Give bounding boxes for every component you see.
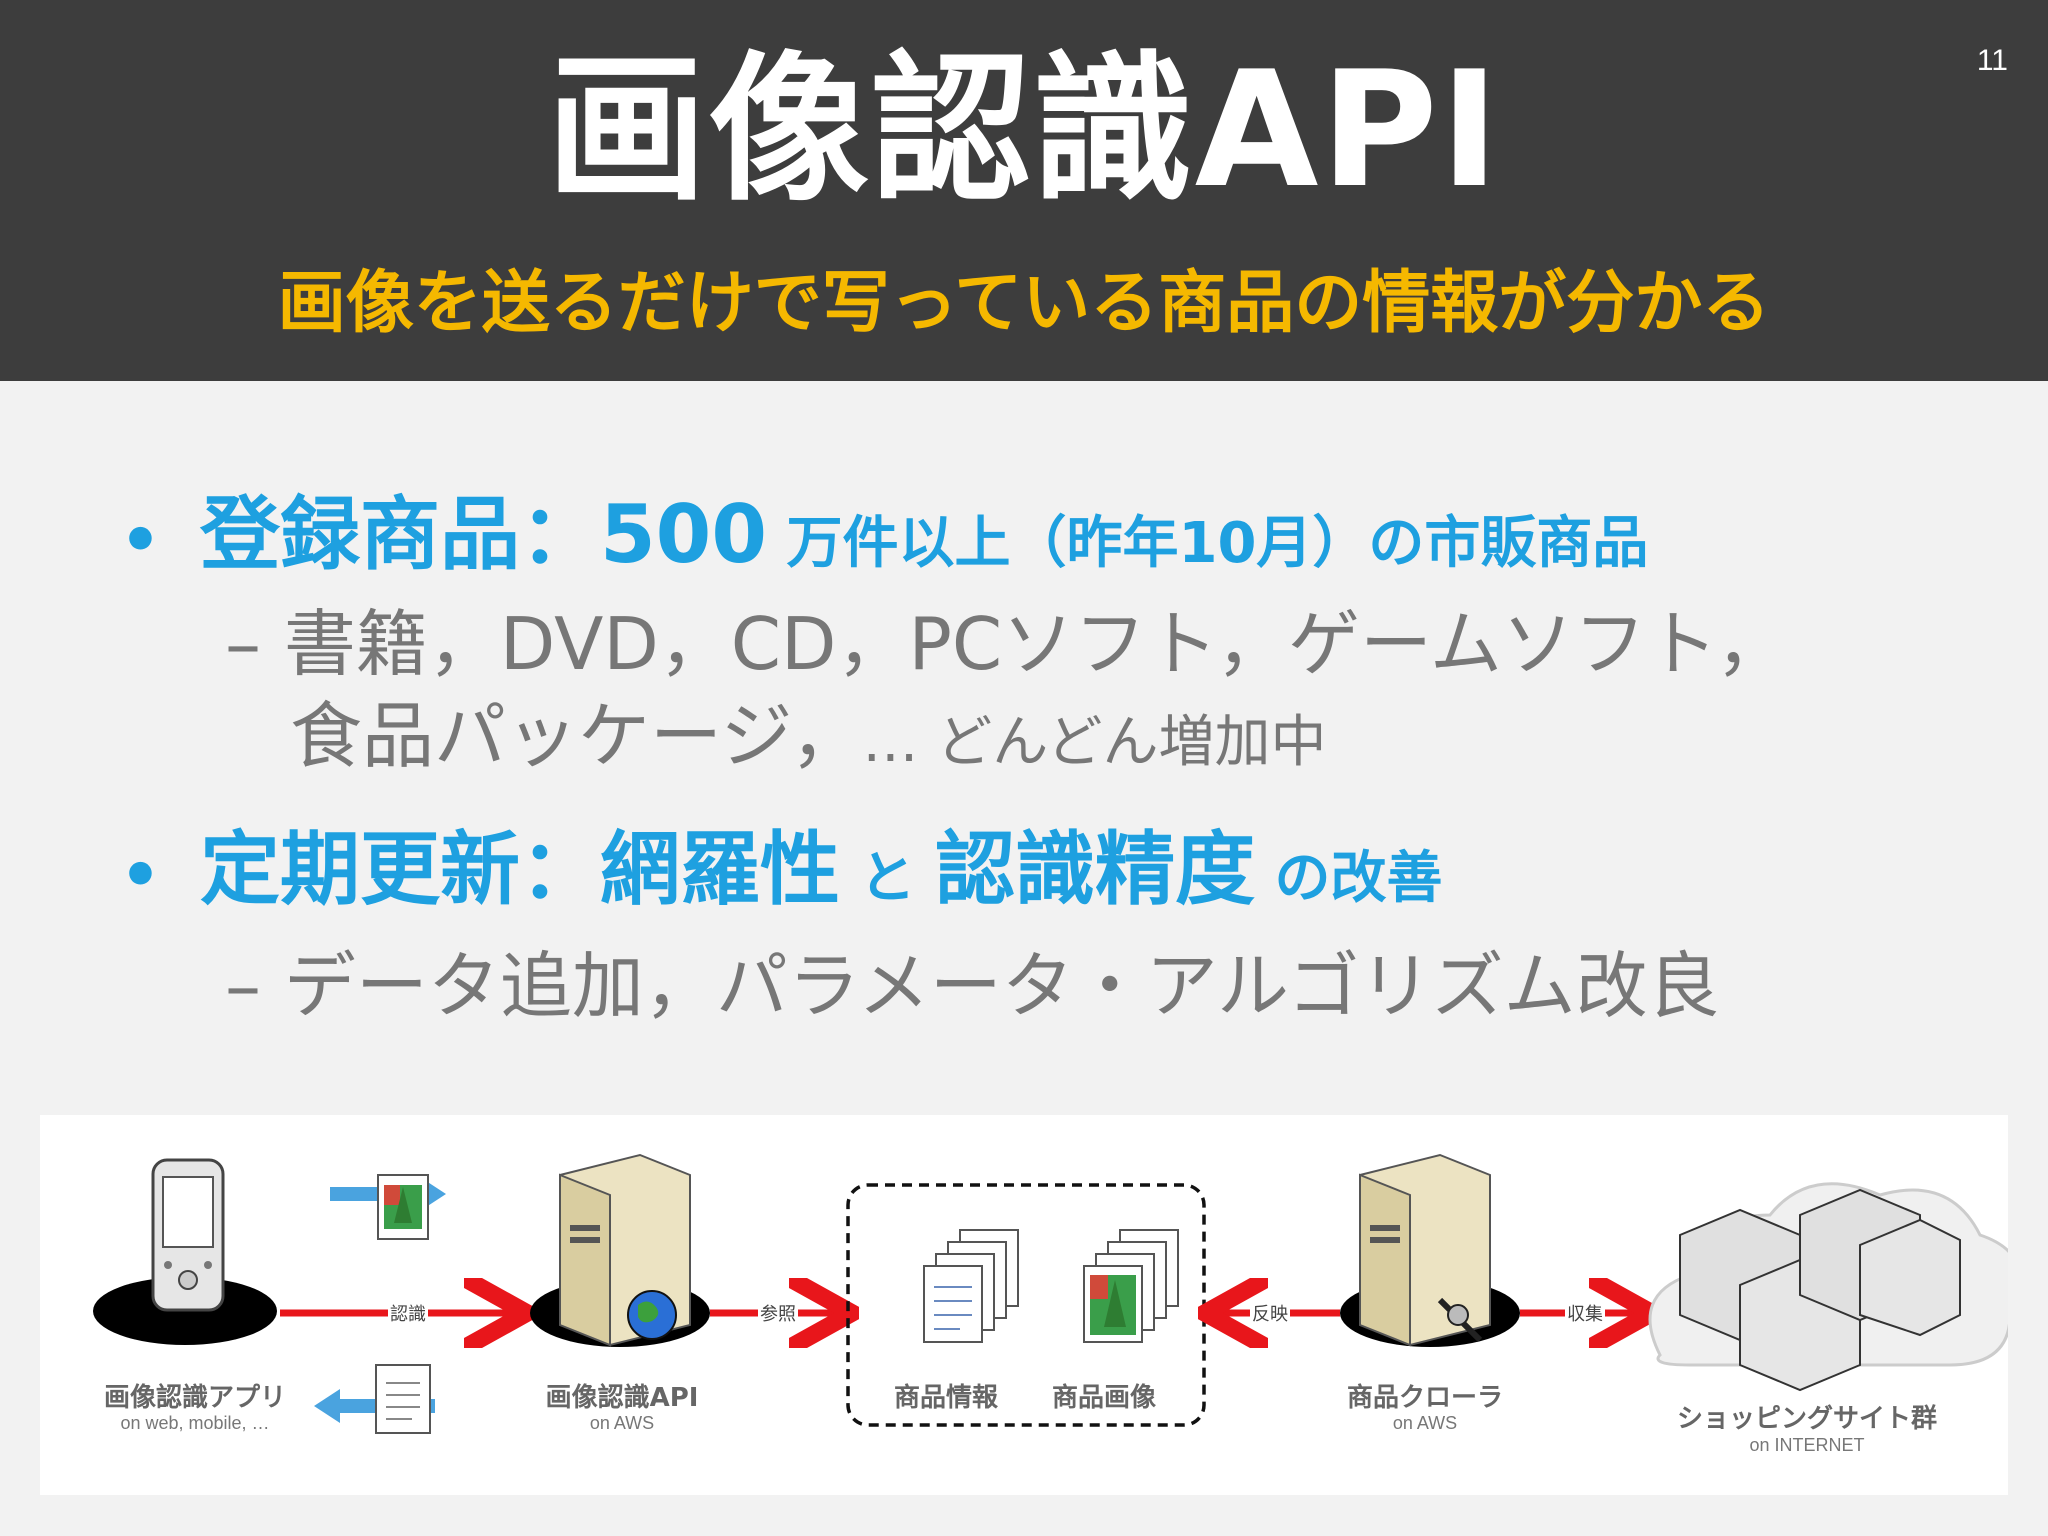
api-sub-label: on AWS	[589, 1413, 655, 1433]
page-number: 11	[1976, 44, 2008, 77]
header-bar: 画像認識API 画像を送るだけで写っている商品の情報が分かる 11	[0, 0, 2048, 381]
product-image-label: 商品画像	[1051, 1383, 1157, 1413]
api-label: 画像認識API	[545, 1383, 699, 1413]
sub-bullet-improvements: – データ追加，パラメータ・アルゴリズム改良	[225, 944, 1720, 1028]
bullet-main: 定期更新：網羅性	[200, 823, 840, 916]
sub-bullet-categories: – 書籍，DVD，CD，PCソフト，ゲームソフト，	[225, 602, 1788, 686]
bullet-main: 登録商品：500	[200, 488, 767, 581]
arrow-label-reflect: 反映	[1250, 1300, 1290, 1326]
bullet-periodic-update: • 定期更新：網羅性 と 認識精度 の改善	[120, 805, 1443, 921]
bullet-dot: •	[120, 839, 161, 913]
bullet-dot: •	[120, 504, 161, 578]
slide-title: 画像認識API	[546, 36, 1502, 223]
bullet-registered-products: • 登録商品：500 万件以上（昨年10月）の市販商品	[120, 470, 1648, 586]
api-server-icon	[530, 1153, 710, 1347]
crawler-sub-label: on AWS	[1392, 1413, 1458, 1433]
product-info-docs-icon	[923, 1229, 1019, 1343]
shops-sub-label: on INTERNET	[1749, 1435, 1865, 1455]
architecture-diagram: 画像認識アプリ on web, mobile, … 画像認識API on AWS…	[40, 1115, 2008, 1495]
bullet-mid: と	[840, 846, 935, 911]
sub-bullet-categories-cont: 食品パッケージ，… どんどん増加中	[290, 690, 1327, 789]
arrow-label-collect: 収集	[1565, 1300, 1605, 1326]
arrow-label-recognize: 認識	[388, 1300, 428, 1326]
cloud-buildings-icon	[1648, 1182, 2008, 1392]
phone-icon	[93, 1158, 277, 1345]
app-label: 画像認識アプリ	[103, 1383, 287, 1413]
shops-label: ショッピングサイト群	[1676, 1404, 1938, 1434]
bullet-main2: 認識精度	[935, 823, 1255, 916]
diagram-graphics	[93, 1153, 2008, 1434]
text-document-icon	[314, 1364, 435, 1434]
product-info-label: 商品情報	[893, 1383, 999, 1413]
sub-text: 食品パッケージ，	[290, 694, 863, 778]
bullet-rest: の改善	[1255, 846, 1443, 911]
slide-subtitle: 画像を送るだけで写っている商品の情報が分かる	[277, 264, 1771, 343]
crawler-label: 商品クローラ	[1346, 1383, 1504, 1413]
app-sub-label: on web, mobile, …	[120, 1413, 270, 1433]
product-image-docs-icon	[1083, 1229, 1179, 1343]
arrow-label-reference: 参照	[758, 1300, 798, 1326]
bullet-rest: 万件以上（昨年10月）の市販商品	[767, 511, 1649, 576]
sub-text-growing: … どんどん増加中	[862, 710, 1327, 775]
image-document-icon	[330, 1174, 446, 1240]
crawler-server-icon	[1340, 1153, 1520, 1347]
